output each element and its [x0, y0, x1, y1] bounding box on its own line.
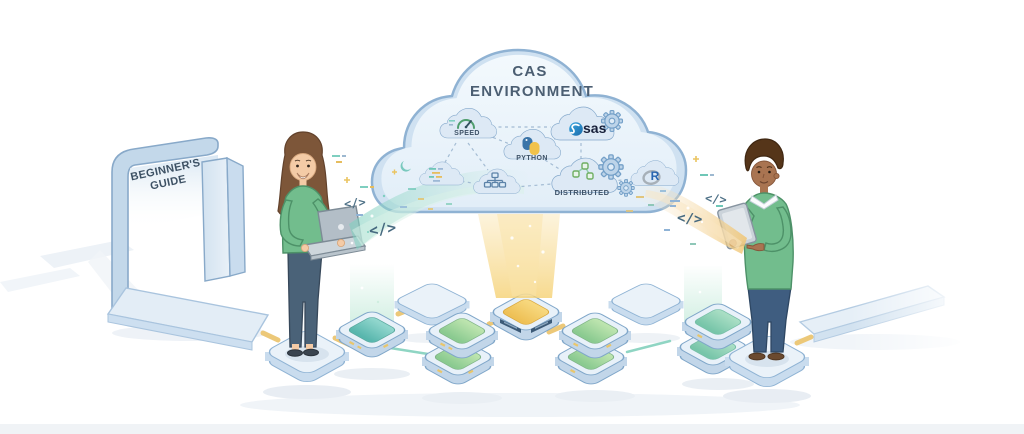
code-symbol-right-1: </> [704, 191, 728, 207]
sas-logo-text: sas [583, 120, 607, 136]
distributed-nodes-icon [572, 162, 594, 180]
walkway-right [798, 275, 970, 355]
compute-node-stack-left-top [424, 310, 500, 361]
speedometer-icon [449, 119, 475, 129]
compute-node-stack-left-bottom [420, 336, 496, 387]
compute-node-teal [334, 309, 410, 360]
man-hair [744, 138, 784, 172]
woman-face [289, 153, 317, 181]
woman-pants [287, 250, 323, 348]
code-lines-icon [429, 168, 443, 182]
flowchart-icon [483, 172, 507, 188]
gear-icon [617, 179, 635, 197]
man-pants [747, 286, 792, 353]
man-shoe [767, 352, 785, 361]
sas-icon [569, 122, 583, 136]
arch-beam-face [130, 155, 218, 230]
cloud-title: CAS ENVIRONMENT [470, 63, 595, 100]
compute-node-stack-right-bottom [675, 326, 751, 377]
code-symbol-right-2: </> [676, 210, 703, 228]
platform-plain-right [607, 281, 685, 328]
person-woman [277, 131, 367, 357]
compute-node-stack-center-bottom [553, 336, 629, 387]
gear-icon [598, 154, 624, 180]
platform-plain-left [393, 281, 471, 328]
python-icon [522, 137, 540, 155]
arch-right-pillar-side [226, 156, 246, 277]
code-symbol-left-1: </> [343, 194, 367, 212]
woman-smile [296, 172, 310, 180]
label-speed: SPEED [454, 130, 480, 137]
server-node-center [488, 291, 564, 343]
laptop [302, 205, 367, 261]
code-symbol-left-2: </> [367, 218, 398, 240]
sparkle [698, 290, 702, 294]
r-icon [642, 170, 661, 185]
scatter-decorations [332, 155, 723, 245]
woman-shoe [287, 349, 303, 357]
compute-node-stack-center-top [557, 310, 633, 361]
data-stream-right [634, 181, 747, 254]
man-shoe [748, 352, 766, 361]
r-logo-text: R [650, 169, 660, 183]
woman-shoe [303, 348, 319, 357]
gateway-arch [111, 137, 246, 313]
man-collar [749, 194, 779, 210]
sparkle [376, 300, 380, 304]
label-python: PYTHON [516, 155, 548, 162]
label-distributed: DISTRIBUTED [554, 188, 610, 197]
light-beam [478, 214, 560, 298]
walkway-left [106, 287, 270, 351]
sparkle [360, 286, 364, 290]
compute-node-stack-right-top [680, 301, 756, 352]
man-pointing-hand [746, 243, 765, 252]
